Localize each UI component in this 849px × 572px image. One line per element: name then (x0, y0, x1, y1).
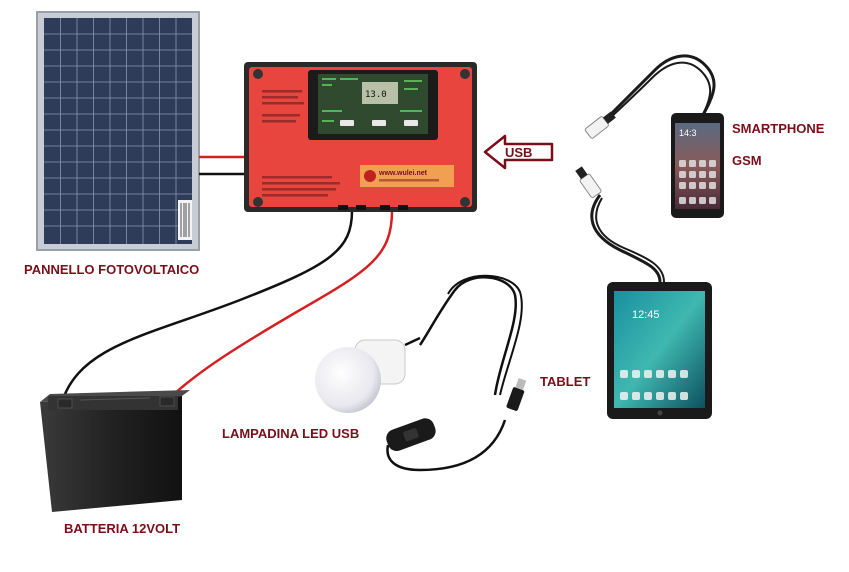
led-bulb (315, 336, 421, 413)
solar-panel-grid (44, 18, 192, 244)
lamp-label: LAMPADINA LED USB (222, 426, 360, 441)
smartphone: 14:3 (671, 113, 724, 218)
lamp-cable-upper (418, 276, 518, 396)
battery-negative-wire (60, 210, 354, 403)
usb-arrow: USB (483, 134, 554, 170)
lamp-inline-switch (386, 418, 436, 452)
tablet-usb-plug (575, 166, 602, 198)
lcd-screen (362, 82, 398, 104)
battery (40, 390, 190, 512)
gsm-label: GSM (732, 153, 762, 168)
controller-printed-text (262, 90, 340, 197)
smartphone-label: SMARTPHONE (732, 121, 825, 136)
battery-positive-wire (171, 210, 394, 397)
tablet-cable (590, 194, 662, 283)
phone-cable (608, 54, 716, 121)
solar-panel (36, 11, 200, 251)
phone-time: 14:3 (679, 128, 697, 138)
controller-url: www.wulei.net (378, 170, 428, 177)
tablet-time: 12:45 (632, 309, 660, 321)
lcd-value: 13.0 (365, 90, 387, 100)
tablet: 12:45 (607, 282, 712, 419)
battery-label: BATTERIA 12VOLT (64, 521, 181, 536)
barcode-sticker (178, 200, 192, 240)
lamp-cable-lower (386, 419, 507, 472)
lamp-usb-plug (506, 377, 527, 411)
phone-usb-plug (584, 111, 616, 139)
tablet-label: TABLET (540, 374, 591, 389)
solar-panel-label: PANNELLO FOTOVOLTAICO (24, 262, 200, 277)
usb-label: USB (505, 145, 532, 160)
charge-controller: 13.0 www.wulei.net (244, 62, 477, 212)
sun-logo-icon (364, 170, 376, 182)
